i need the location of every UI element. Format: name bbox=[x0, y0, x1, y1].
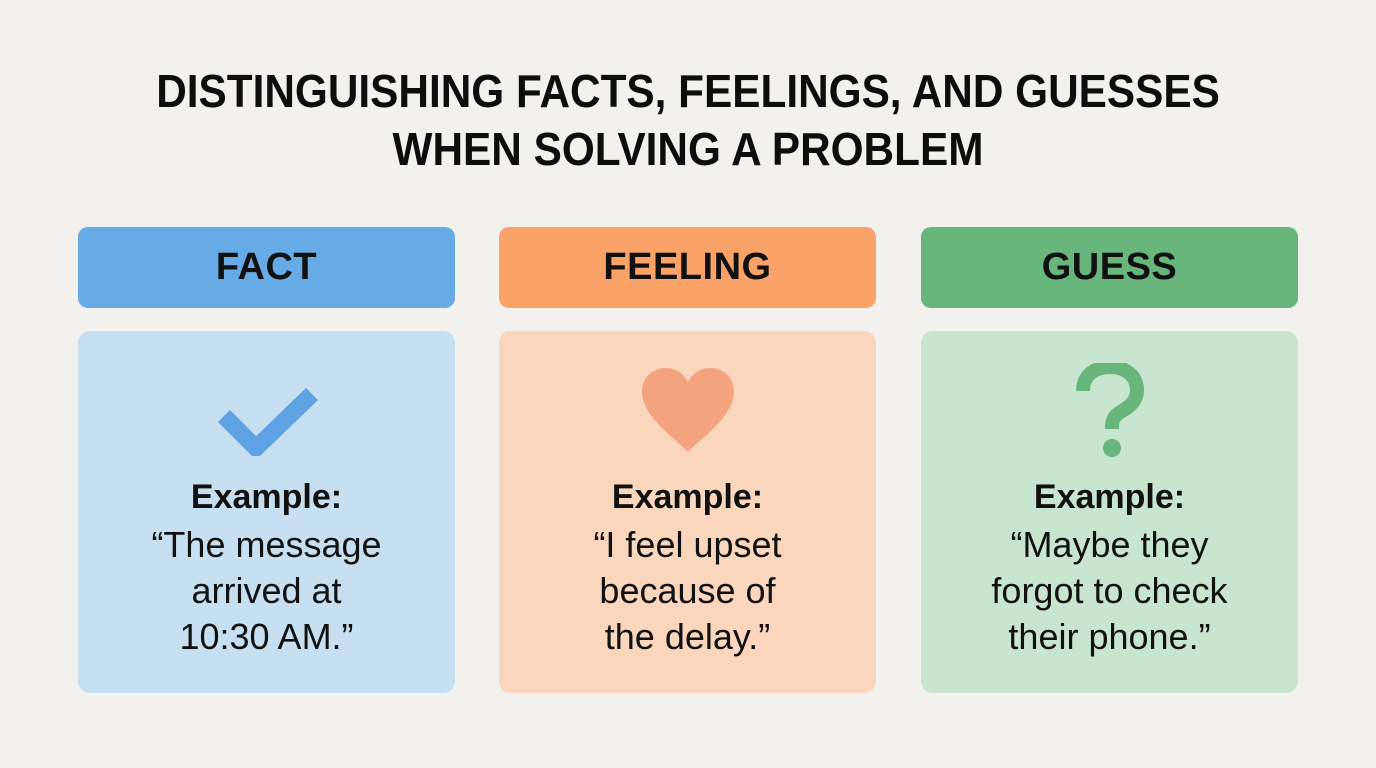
example-line: because of bbox=[599, 570, 776, 611]
feeling-example-text: “I feel upset because of the delay.” bbox=[499, 522, 876, 660]
guess-header-label: GUESS bbox=[1041, 246, 1178, 288]
example-line: “The message bbox=[151, 524, 382, 565]
example-line: arrived at bbox=[191, 570, 342, 611]
guess-example-label: Example: bbox=[1033, 478, 1186, 516]
example-line: “Maybe they bbox=[1010, 524, 1209, 565]
fact-panel: Example: “The message arrived at 10:30 A… bbox=[78, 331, 455, 693]
fact-header: FACT bbox=[78, 227, 455, 308]
question-mark-icon bbox=[921, 361, 1298, 461]
fact-example-text: “The message arrived at 10:30 AM.” bbox=[78, 522, 455, 660]
feeling-panel: Example: “I feel upset because of the de… bbox=[499, 331, 876, 693]
fact-example-label: Example: bbox=[190, 478, 343, 516]
feeling-header: FEELING bbox=[499, 227, 876, 308]
feeling-column: FEELING Example: “I feel upset because o… bbox=[499, 227, 876, 693]
checkmark-icon bbox=[78, 361, 455, 461]
page-title: DISTINGUISHING FACTS, FEELINGS, AND GUES… bbox=[55, 62, 1321, 178]
fact-column: FACT Example: “The message arrived at 10… bbox=[78, 227, 455, 693]
title-line-2: WHEN SOLVING A PROBLEM bbox=[392, 123, 984, 175]
fact-header-label: FACT bbox=[215, 246, 318, 288]
feeling-header-label: FEELING bbox=[603, 246, 772, 288]
heart-icon bbox=[499, 361, 876, 461]
example-line: forgot to check bbox=[991, 570, 1228, 611]
guess-column: GUESS Example: “Maybe they forgot to che… bbox=[921, 227, 1298, 693]
example-line: “I feel upset bbox=[593, 524, 782, 565]
example-line: 10:30 AM.” bbox=[179, 616, 354, 657]
example-line: their phone.” bbox=[1008, 616, 1211, 657]
guess-example-text: “Maybe they forgot to check their phone.… bbox=[921, 522, 1298, 660]
guess-panel: Example: “Maybe they forgot to check the… bbox=[921, 331, 1298, 693]
feeling-example-label: Example: bbox=[611, 478, 764, 516]
example-line: the delay.” bbox=[604, 616, 771, 657]
title-line-1: DISTINGUISHING FACTS, FEELINGS, AND GUES… bbox=[156, 65, 1220, 117]
guess-header: GUESS bbox=[921, 227, 1298, 308]
